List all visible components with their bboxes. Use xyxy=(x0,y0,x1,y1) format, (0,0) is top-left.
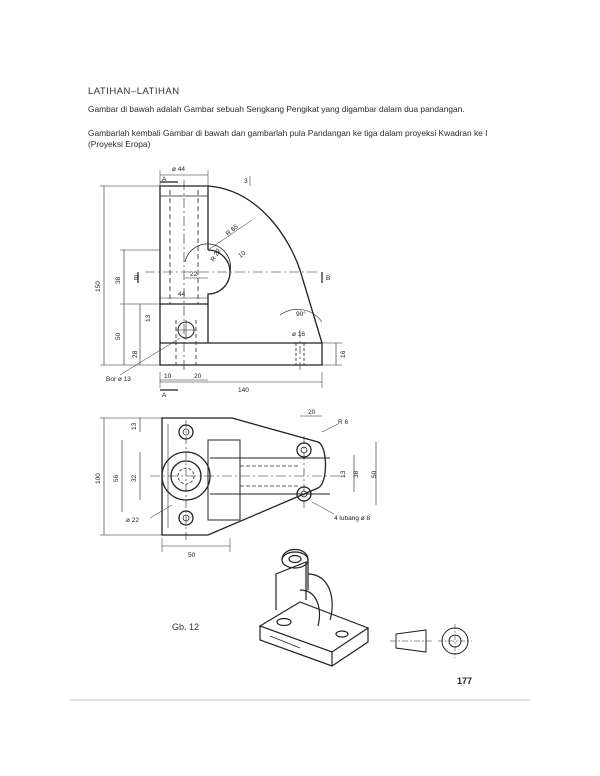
dim-13: 13 xyxy=(145,314,152,322)
dim-16: 16 xyxy=(340,350,347,358)
dim-tv-32: 32 xyxy=(131,474,138,482)
dim-a-top: A xyxy=(162,176,167,183)
instruction-paragraph-2: Gambarlah kembali Gambar di bawah dan ga… xyxy=(88,128,488,149)
dim-tv-13b: 13 xyxy=(340,470,347,478)
dim-tv-50: 50 xyxy=(371,470,378,478)
dim-d16: ø 16 xyxy=(292,331,305,338)
dim-28: 28 xyxy=(132,350,139,358)
dim-150: 150 xyxy=(95,281,102,292)
dim-90deg: 90° xyxy=(296,310,306,318)
dim-bor13: Bor ø 13 xyxy=(106,376,131,383)
top-view xyxy=(100,415,377,552)
dim-b-left: B xyxy=(134,275,138,282)
cone-sketch xyxy=(390,624,472,658)
isometric-view xyxy=(258,548,370,667)
dim-10: 10 xyxy=(237,250,247,260)
dim-50: 50 xyxy=(115,332,122,340)
dim-140: 140 xyxy=(238,387,249,394)
dim-tv-13a: 13 xyxy=(131,422,138,430)
dim-tv-50b: 50 xyxy=(188,552,196,559)
dim-tv-56: 56 xyxy=(113,474,120,482)
front-view xyxy=(100,170,342,391)
dim-r65: R 65 xyxy=(225,223,240,237)
dim-tv-100: 100 xyxy=(95,473,102,484)
dim-44: 44 xyxy=(178,291,186,298)
dim-a-bottom: A xyxy=(162,392,167,399)
dim-tv-lubang: 4 lubang ø 8 xyxy=(334,515,371,522)
section-heading: LATIHAN–LATIHAN xyxy=(88,86,180,97)
dim-10b: 10 xyxy=(164,373,172,380)
dim-b-right: B xyxy=(326,275,330,282)
dim-tv-20: 20 xyxy=(308,409,316,416)
dim-3: 3 xyxy=(244,178,248,185)
page-number: 177 xyxy=(457,676,473,686)
dim-22: 22 xyxy=(190,271,198,278)
dim-d44: ø 44 xyxy=(172,166,185,173)
dim-tv-38: 38 xyxy=(353,470,360,478)
dim-tv-r6: R 6 xyxy=(338,419,349,426)
instruction-paragraph-1: Gambar di bawah adalah Gambar sebuah Sen… xyxy=(88,104,465,114)
figure-caption: Gb. 12 xyxy=(172,622,200,632)
dim-38: 38 xyxy=(115,276,122,284)
dim-20: 20 xyxy=(194,373,202,380)
dim-tv-d22: ø 22 xyxy=(126,517,139,524)
